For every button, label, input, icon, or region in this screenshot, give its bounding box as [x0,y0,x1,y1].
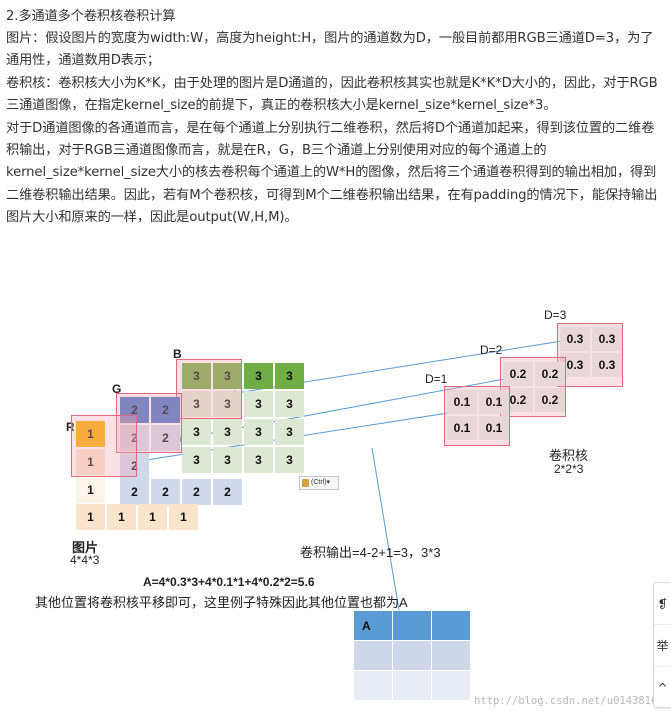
kernel-d3-label: D=3 [544,308,567,322]
clipboard-icon [302,479,309,487]
channel-b-row-3: 3 3 3 3 [182,419,306,447]
output-grid: A [353,610,471,701]
b-cell: 3 [275,363,304,389]
output-cell [392,610,432,641]
convolution-figure: B 3 3 3 3 3 3 3 3 3 3 3 3 3 3 3 3 G 2 2 … [0,290,671,711]
channel-b-label: B [173,347,182,361]
output-cell [353,670,393,701]
kernel-window-r [71,415,137,477]
b-cell: 3 [213,391,242,417]
g-cell: 2 [151,425,180,451]
kernel-cell: 0.3 [592,353,622,377]
channel-b-row-2: 3 3 3 3 [182,391,306,419]
section-heading: 2.多通道多个卷积核卷积计算 [6,9,176,24]
channel-g-row-1: 2 2 [120,397,182,425]
kernel-cell: 0.1 [447,416,477,440]
kernel-title: 卷积核 [549,448,589,463]
b-cell: 3 [275,419,304,445]
kernel-window-b [176,359,242,419]
channel-g-label: G [112,382,122,396]
b-cell: 3 [275,447,304,473]
channel-g-row-4: 2 2 2 2 [120,479,244,507]
b-cell: 3 [244,447,273,473]
channel-g-row-2: 2 2 [120,425,182,453]
r-cell: 1 [169,504,198,530]
kernel-d2-label: D=2 [480,343,503,357]
b-cell: 3 [213,447,242,473]
r-cell: 1 [107,504,136,530]
kernel-cell: 0.1 [479,390,509,414]
b-cell: 3 [182,419,211,445]
conv-output-label: 卷积输出=4-2+1=3，3*3 [300,545,441,560]
r-cell: 1 [76,449,105,475]
channel-b-row-4: 3 3 3 3 [182,447,306,475]
kernel-cell: 0.1 [479,416,509,440]
kernel-d1-label: D=1 [425,372,448,386]
r-cell: 1 [76,421,105,447]
kernel-size: 2*2*3 [554,462,584,476]
b-cell: 3 [244,391,273,417]
formula-text: A=4*0.3*3+4*0.1*1+4*0.2*2=5.6 [143,575,315,589]
article-body: 2.多通道多个卷积核卷积计算 图片：假设图片的宽度为width:W，高度为hei… [6,6,666,230]
kernel-cell: 0.3 [592,327,622,351]
output-cell [392,670,432,701]
b-cell: 3 [213,363,242,389]
side-toolbar: ❡ 举 ^ [653,582,671,709]
output-cell [392,640,432,671]
channel-r-row-1: 1 [76,421,107,449]
channel-r-row-2: 1 [76,449,107,477]
channel-r-row-3: 1 [76,477,107,505]
kernel-d3-grid: 0.3 0.3 0.3 0.3 [560,327,622,377]
paragraph-convolution: 对于D通道图像的各通道而言，是在每个通道上分别执行二维卷积，然后将D个通道加起来… [6,120,658,226]
r-cell: 1 [76,477,105,503]
image-size: 4*4*3 [70,553,100,567]
note-text: 其他位置将卷积核平移即可，这里例子特殊因此其他位置也都为A [35,595,408,610]
g-cell: 2 [120,453,149,479]
g-cell: 2 [120,425,149,451]
kernel-cell: 0.1 [447,390,477,414]
comment-icon[interactable]: ❡ [654,583,671,625]
paragraph-image: 图片：假设图片的宽度为width:W，高度为height:H，图片的通道数为D，… [6,31,654,69]
b-cell: 3 [244,363,273,389]
b-cell: 3 [182,391,211,417]
b-cell: 3 [275,391,304,417]
b-cell: 3 [182,447,211,473]
kernel-cell: 0.2 [535,388,565,412]
output-cell [431,610,471,641]
kernel-cell: 0.3 [560,327,590,351]
r-cell: 1 [138,504,167,530]
b-cell: 3 [182,363,211,389]
channel-r-row-4: 1 1 1 1 [76,504,200,532]
image-title: 图片 [72,540,99,555]
g-cell: 2 [182,479,211,505]
watermark-text: http://blog.csdn.net/u0143816.. [474,695,670,707]
kernel-window-g [116,393,182,453]
b-cell: 3 [244,419,273,445]
output-cell: A [353,610,393,641]
paste-options-badge[interactable]: (Ctrl)▾ [299,476,339,490]
g-cell: 2 [213,479,242,505]
output-cell [353,640,393,671]
paragraph-kernel: 卷积核：卷积核大小为K*K，由于处理的图片是D通道的，因此卷积核其实也就是K*K… [6,75,658,114]
g-cell: 2 [151,479,180,505]
channel-g-row-3: 2 [120,453,151,481]
r-cell: 1 [76,504,105,530]
channel-b-row-1: 3 3 3 3 [182,363,306,391]
kernel-cell: 0.2 [503,362,533,386]
kernel-cell: 0.2 [535,362,565,386]
output-cell [431,640,471,671]
kernel-d1-grid: 0.1 0.1 0.1 0.1 [447,390,509,440]
output-cell [431,670,471,701]
channel-r-label: R [66,420,75,434]
caret-icon[interactable]: ^ [654,667,671,709]
g-cell: 2 [120,479,149,505]
g-cell: 2 [120,397,149,423]
lift-icon[interactable]: 举 [654,625,671,667]
b-cell: 3 [213,419,242,445]
kernel-d2-grid: 0.2 0.2 0.2 0.2 [503,362,565,412]
g-cell: 2 [151,397,180,423]
